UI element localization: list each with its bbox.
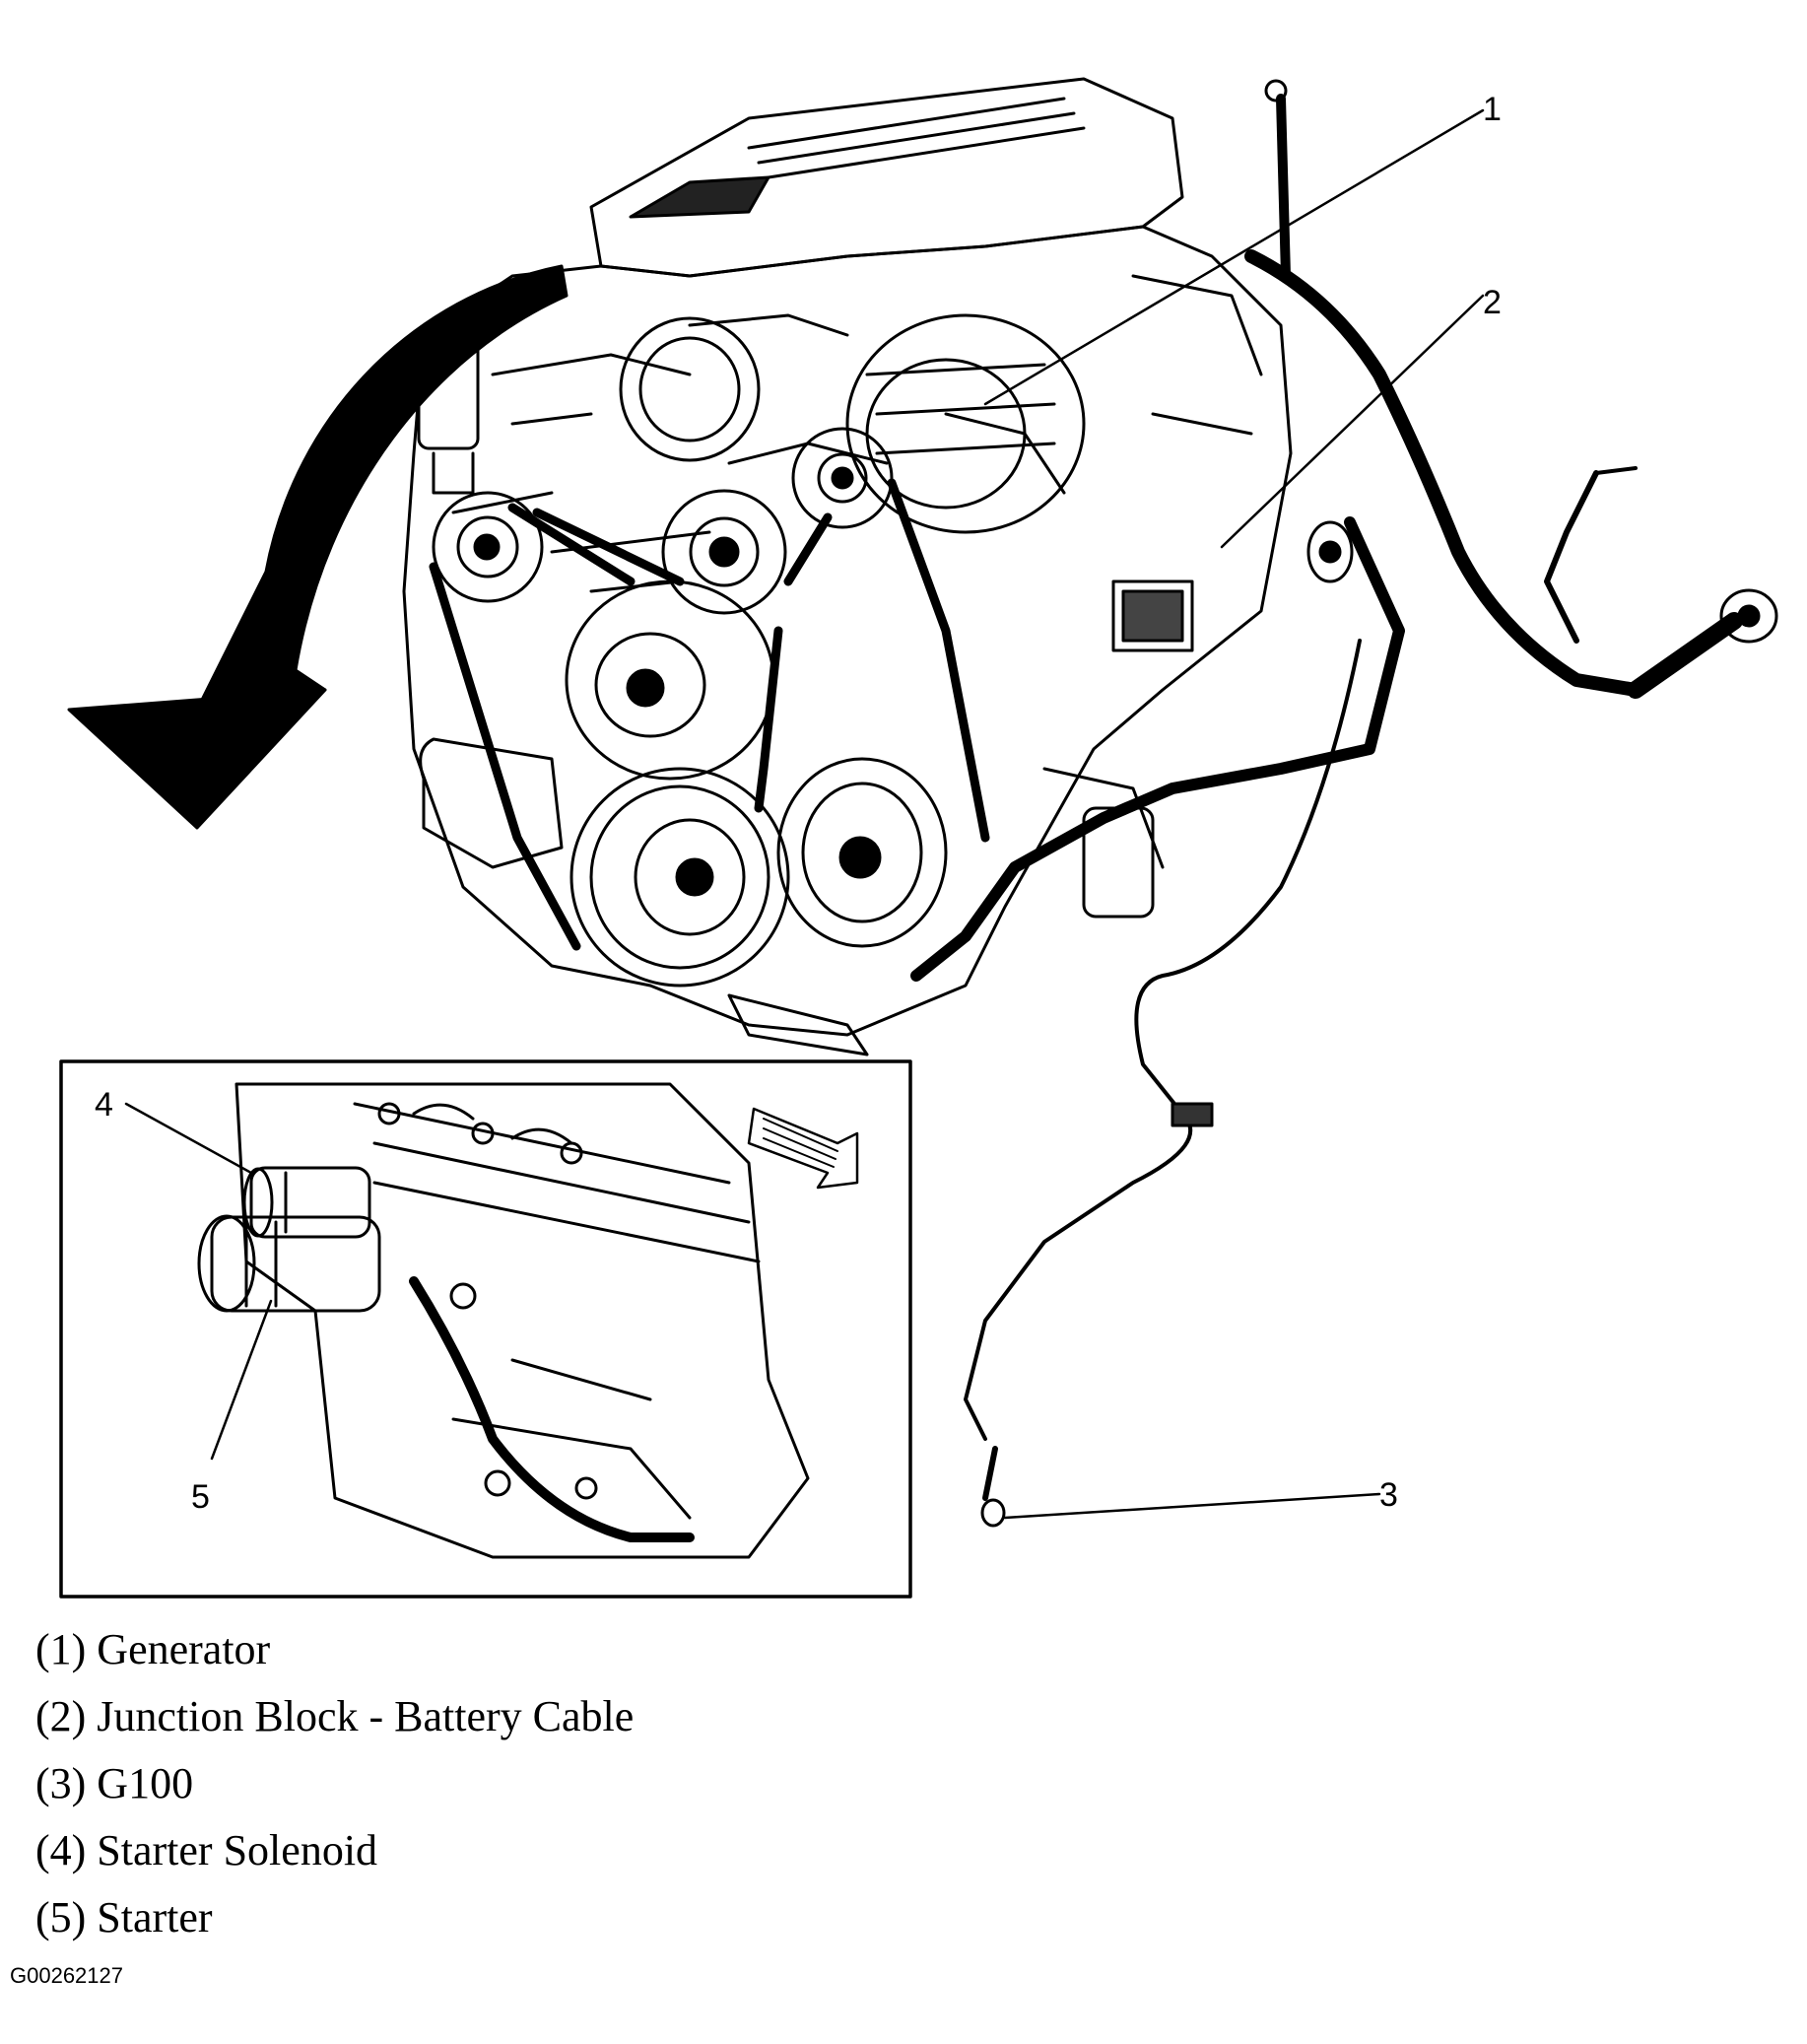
legend-item-starter-solenoid: (4) Starter Solenoid bbox=[35, 1826, 378, 1874]
rotation-arrow-icon bbox=[195, 264, 569, 712]
legend-item-generator: (1) Generator bbox=[35, 1625, 271, 1673]
legend-item-starter: (5) Starter bbox=[35, 1893, 213, 1942]
engine-assembly bbox=[402, 77, 1293, 1056]
callout-5: 5 bbox=[191, 1478, 210, 1516]
legend-item-g100: (3) G100 bbox=[35, 1759, 194, 1807]
leader-line-1 bbox=[983, 108, 1485, 406]
figure-id: G00262127 bbox=[10, 1963, 123, 1988]
callout-1: 1 bbox=[1483, 91, 1502, 128]
legend-item-junction-block: (2) Junction Block - Battery Cable bbox=[35, 1692, 635, 1740]
callout-3: 3 bbox=[1379, 1476, 1398, 1514]
leader-line-5 bbox=[210, 1299, 273, 1461]
starter-inset bbox=[59, 1059, 912, 1599]
leader-line-4 bbox=[124, 1102, 253, 1175]
callout-4: 4 bbox=[95, 1086, 113, 1124]
battery-cable-harness bbox=[910, 79, 1778, 1528]
callout-2: 2 bbox=[1483, 284, 1502, 321]
legend: (1) Generator (2) Junction Block - Batte… bbox=[35, 1616, 634, 1951]
engine-wiring-illustration: 1 2 3 4 5 bbox=[59, 77, 1778, 1599]
arrow-head-icon bbox=[67, 688, 327, 830]
leader-line-3 bbox=[1003, 1492, 1381, 1520]
leader-line-2 bbox=[1220, 294, 1485, 549]
